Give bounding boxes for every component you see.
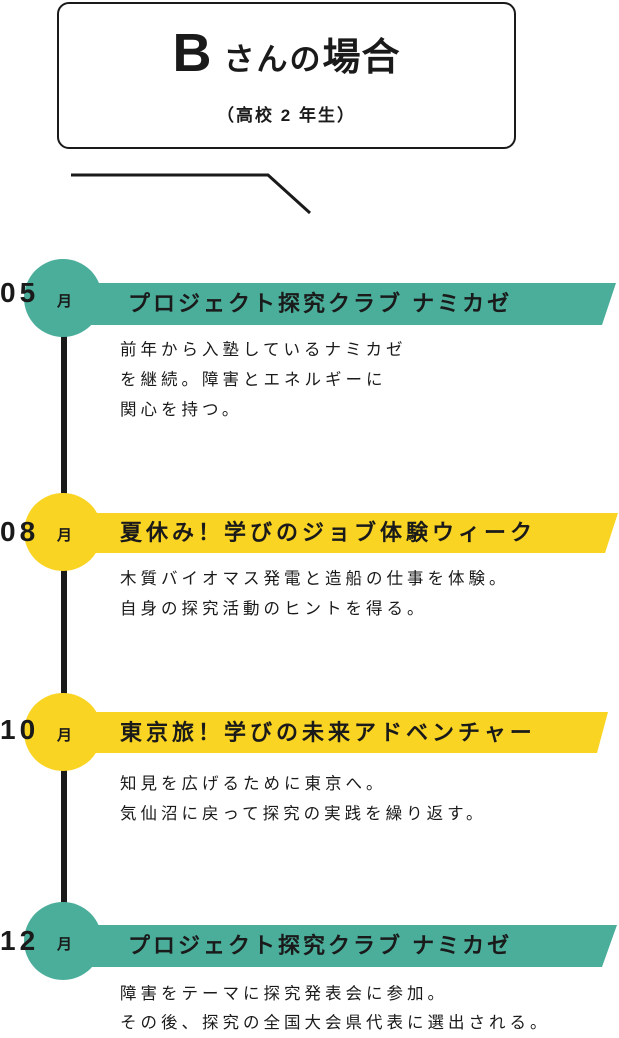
event-title: プロジェクト探究クラブ ナミカゼ <box>128 291 513 316</box>
event-banner <box>63 925 617 967</box>
month-number: 10 <box>0 714 40 745</box>
description-line: を継続。障害とエネルギーに <box>120 371 387 389</box>
event-description: 知見を広げるために東京へ。 気仙沼に戻って探究の実践を繰り返す。 <box>120 769 487 829</box>
event-banner <box>63 513 618 553</box>
event-description: 障害をテーマに探究発表会に参加。 その後、探究の全国大会県代表に選出される。 <box>120 980 551 1038</box>
description-line: その後、探究の全国大会県代表に選出される。 <box>120 1014 551 1032</box>
description-line: 知見を広げるために東京へ。 <box>120 775 387 793</box>
description-line: 自身の探究活動のヒントを得る。 <box>120 600 428 618</box>
description-line: 木質バイオマス発電と造船の仕事を体験。 <box>120 570 510 588</box>
description-line: 関心を持つ。 <box>120 401 243 419</box>
month-marker-circle <box>24 693 102 771</box>
month-marker-circle <box>24 259 102 337</box>
page-subtitle: （高校 2 年生） <box>217 106 356 125</box>
title-kana: さんの <box>223 42 323 77</box>
month-marker-circle <box>24 493 102 571</box>
month-number: 05 <box>0 277 40 308</box>
event-banner <box>63 283 616 325</box>
month-marker-circle <box>24 902 102 980</box>
event-title: 夏休み！学びのジョブ体験ウィーク <box>120 520 537 545</box>
event-description: 前年から入塾しているナミカゼ を継続。障害とエネルギーに 関心を持つ。 <box>120 335 407 425</box>
month-unit: 月 <box>57 293 73 310</box>
title-letter: B <box>172 23 212 83</box>
month-number: 12 <box>0 925 40 956</box>
month-unit: 月 <box>57 527 73 544</box>
event-description: 木質バイオマス発電と造船の仕事を体験。 自身の探究活動のヒントを得る。 <box>120 564 510 624</box>
event-title: プロジェクト探究クラブ ナミカゼ <box>128 933 513 958</box>
page-title: B さんの 場合 <box>59 24 514 80</box>
month-number: 08 <box>0 516 40 547</box>
timeline-spine <box>61 320 67 910</box>
month-unit: 月 <box>57 936 73 953</box>
title-kanji: 場合 <box>322 37 401 79</box>
month-unit: 月 <box>57 727 73 744</box>
header-speech-box: B さんの 場合 （高校 2 年生） <box>57 2 516 149</box>
description-line: 障害をテーマに探究発表会に参加。 <box>120 985 448 1003</box>
description-line: 気仙沼に戻って探究の実践を繰り返す。 <box>120 805 487 823</box>
event-title: 東京旅！学びの未来アドベンチャー <box>120 720 536 745</box>
event-banner <box>63 712 608 753</box>
description-line: 前年から入塾しているナミカゼ <box>120 341 407 359</box>
